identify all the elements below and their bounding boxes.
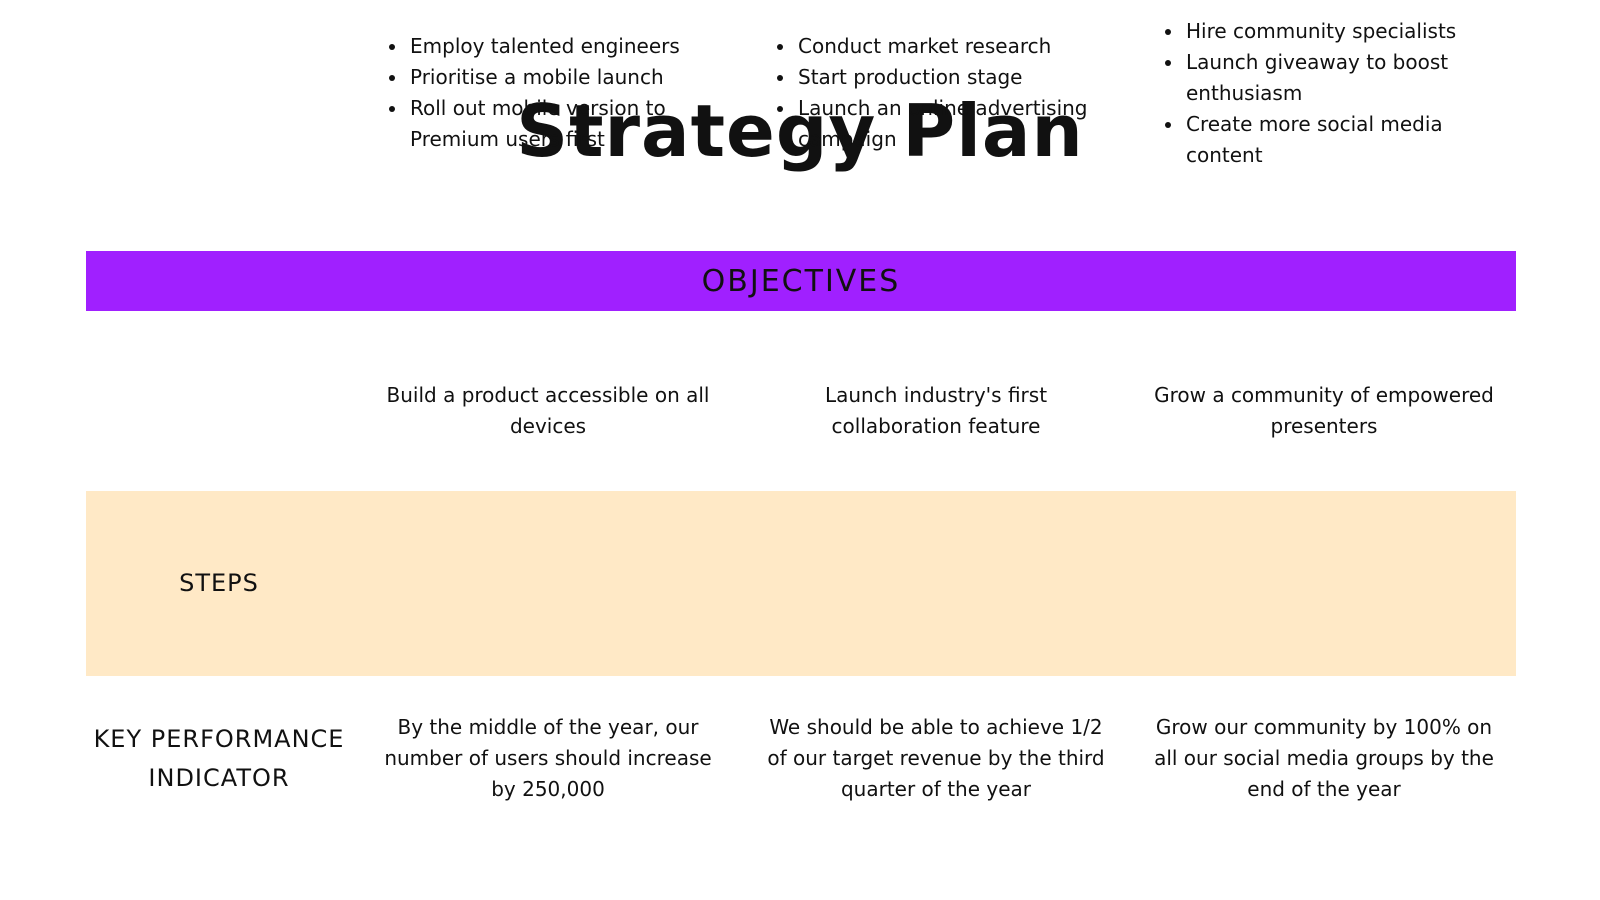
list-item: Launch giveaway to boost enthusiasm <box>1184 47 1504 109</box>
kpi-3: Grow our community by 100% on all our so… <box>1154 715 1494 801</box>
steps-row: STEPS <box>86 491 1516 676</box>
list-item: Hire community specialists <box>1184 16 1504 47</box>
list-item: Roll out mobile version to Premium users… <box>408 93 728 155</box>
objectives-row: Build a product accessible on all device… <box>86 370 1516 470</box>
objective-3: Grow a community of empowered presenters <box>1154 383 1494 438</box>
objective-1: Build a product accessible on all device… <box>386 383 710 438</box>
page-title: Strategy Plan <box>516 89 1084 173</box>
steps-label: STEPS <box>179 569 259 597</box>
objective-2: Launch industry's first collaboration fe… <box>824 383 1048 438</box>
kpi-row: KEY PERFORMANCE INDICATOR By the middle … <box>86 676 1516 836</box>
list-item: Prioritise a mobile launch <box>408 62 728 93</box>
list-item: Employ talented engineers <box>408 31 728 62</box>
kpi-1: By the middle of the year, our number of… <box>384 715 712 801</box>
list-item: Create more social media content <box>1184 109 1504 171</box>
steps-list-2: Conduct market research Start production… <box>774 31 1116 155</box>
kpi-label: KEY PERFORMANCE INDICATOR <box>93 725 345 792</box>
list-item: Launch an online advertising campaign <box>796 93 1116 155</box>
steps-list-1: Employ talented engineers Prioritise a m… <box>386 31 728 155</box>
steps-list-3: Hire community specialists Launch giveaw… <box>1162 16 1504 171</box>
objectives-header-bar: OBJECTIVES <box>86 251 1516 311</box>
objectives-header-label: OBJECTIVES <box>701 263 901 299</box>
kpi-2: We should be able to achieve 1/2 of our … <box>767 715 1105 801</box>
list-item: Start production stage <box>796 62 1116 93</box>
list-item: Conduct market research <box>796 31 1116 62</box>
